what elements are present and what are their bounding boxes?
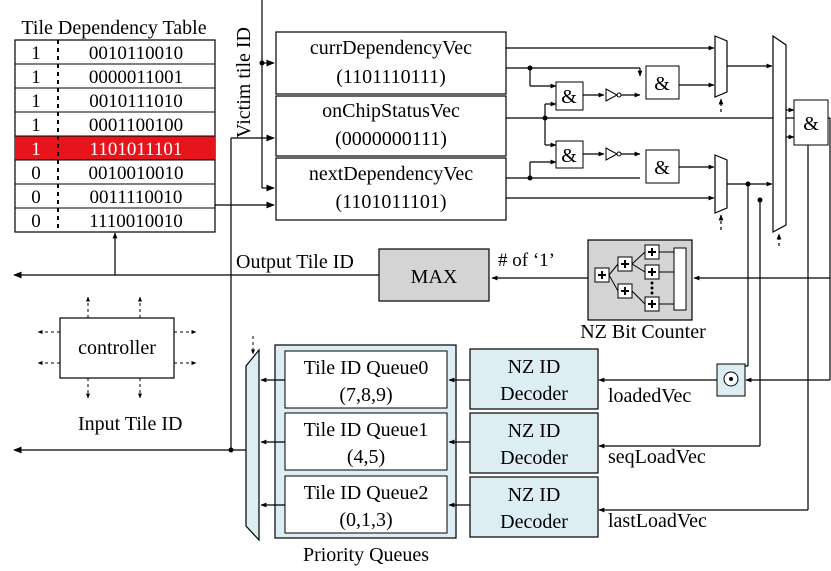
row-flag-highlighted: 1 [31, 139, 41, 160]
row-flag: 1 [31, 91, 41, 112]
loaded-vec-label: loadedVec [608, 385, 691, 407]
row-flag: 1 [31, 115, 41, 136]
table-title: Tile Dependency Table [21, 17, 206, 39]
and-gate-label: & [654, 157, 670, 179]
register-value: (0000000111) [335, 128, 447, 150]
row-flag: 0 [31, 211, 41, 232]
queue-contents: (0,1,3) [339, 509, 392, 531]
queue-output-mux [245, 348, 260, 542]
queue-contents: (4,5) [347, 446, 385, 468]
mux-upper [714, 35, 728, 98]
curr-dependency-register [275, 31, 507, 95]
queue-name: Tile ID Queue1 [304, 419, 429, 441]
decoder-line2: Decoder [500, 511, 568, 533]
max-label: MAX [411, 266, 458, 288]
row-flag: 1 [31, 67, 41, 88]
input-tile-id-label: Input Tile ID [78, 413, 182, 435]
decoder-line2: Decoder [500, 383, 568, 405]
muxes [714, 34, 787, 234]
row-vec: 0011110010 [90, 187, 183, 208]
row-flag: 1 [31, 43, 41, 64]
decoders [469, 348, 599, 538]
last-load-vec-label: lastLoadVec [608, 510, 707, 532]
row-vec-highlighted: 1101011101 [90, 139, 183, 160]
queue-contents: (7,8,9) [339, 384, 392, 406]
dependency-table: 1 0010110010 1 0000011001 1 0010111010 1… [14, 39, 216, 233]
decoder-line2: Decoder [500, 447, 568, 469]
junction-dots [228, 60, 763, 453]
queue-2 [284, 475, 448, 534]
register-name: currDependencyVec [310, 37, 472, 59]
registers: currDependencyVec (1101110111) onChipSta… [275, 31, 507, 221]
row-vec: 1110010010 [89, 211, 183, 232]
onchip-status-register [275, 95, 507, 157]
nz-bit-counter [587, 239, 693, 321]
row-vec: 0001100100 [89, 115, 183, 136]
controller-label: controller [78, 337, 156, 359]
decoder-0 [469, 348, 599, 410]
victim-wires [215, 0, 275, 450]
mux-lower [714, 154, 728, 214]
nz-bit-counter-label: NZ Bit Counter [580, 321, 706, 343]
register-name: nextDependencyVec [309, 163, 473, 185]
max-block [378, 248, 490, 302]
decoder-line1: NZ ID [508, 420, 561, 442]
count-label: # of ‘1’ [498, 250, 555, 271]
priority-queues-label: Priority Queues [303, 544, 429, 566]
controller-block [59, 317, 175, 379]
output-tile-id-label: Output Tile ID [236, 251, 354, 273]
row-vec: 0010010010 [89, 163, 184, 184]
controller-signals [37, 296, 197, 399]
queue-name: Tile ID Queue2 [304, 482, 429, 504]
queue-0 [284, 350, 448, 409]
mux-right [772, 34, 787, 234]
and-gate-label: & [561, 145, 577, 167]
victim-tile-id-label: Victim tile ID [233, 27, 255, 138]
decoder-line1: NZ ID [508, 356, 561, 378]
and-gate-label: & [654, 73, 670, 95]
row-flag: 0 [31, 187, 41, 208]
row-vec: 0010110010 [89, 43, 183, 64]
row-flag: 0 [31, 163, 41, 184]
register-value: (1101011101) [335, 191, 446, 213]
queue-name: Tile ID Queue0 [304, 357, 429, 379]
right-bus [598, 118, 831, 513]
decoder-1 [469, 412, 599, 474]
and-gates [555, 65, 829, 184]
register-name: onChipStatusVec [322, 100, 460, 122]
next-dependency-register [275, 157, 507, 221]
final-and-gate-label: & [803, 113, 819, 135]
register-value: (1101110111) [336, 66, 446, 88]
highlighted-row-bg [15, 136, 215, 160]
row-vec: 0000011001 [89, 67, 183, 88]
decoder-line1: NZ ID [508, 484, 561, 506]
and-gate-label: & [561, 86, 577, 108]
inverters [605, 88, 622, 161]
decoder-2 [469, 476, 599, 538]
seq-load-vec-label: seqLoadVec [608, 446, 706, 468]
row-vec: 0010111010 [89, 91, 183, 112]
